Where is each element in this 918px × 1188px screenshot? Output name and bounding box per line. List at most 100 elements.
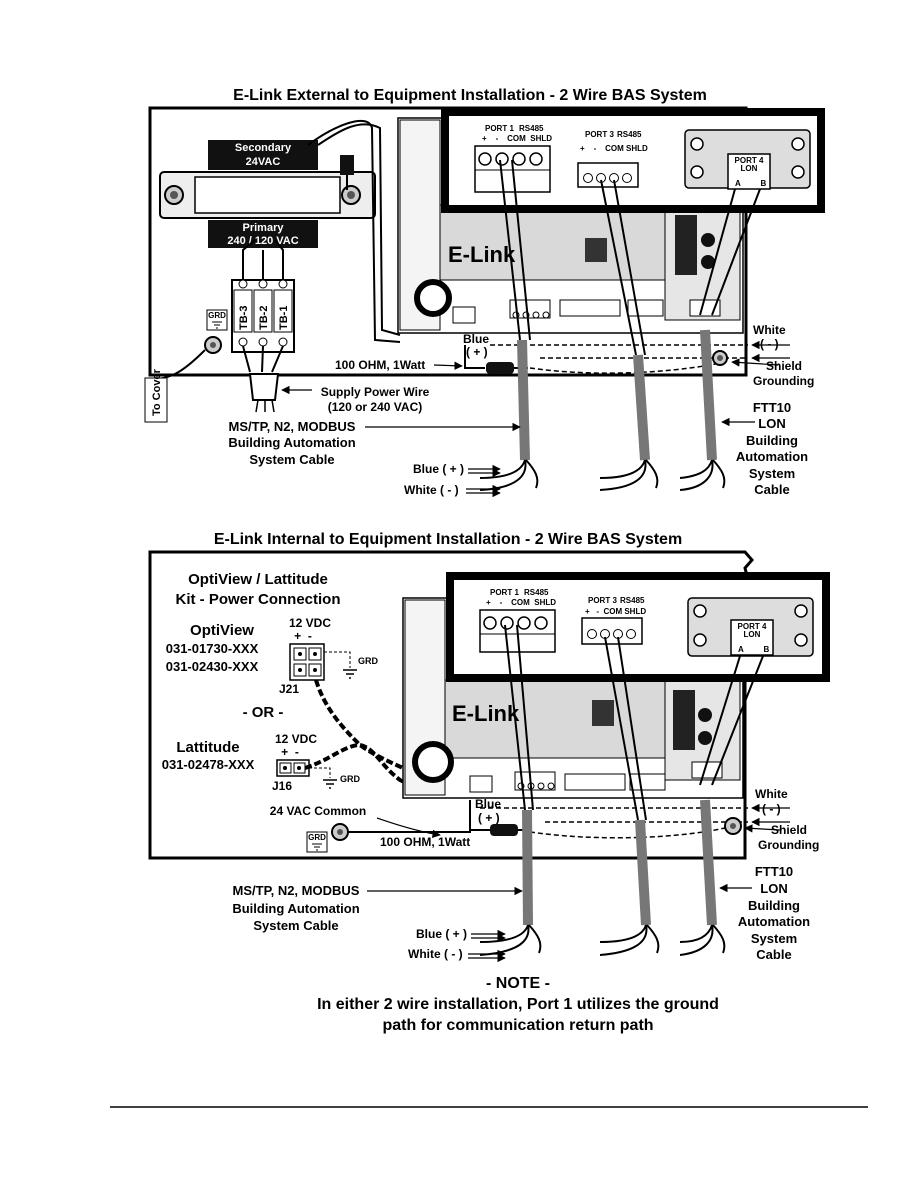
bottom-bas-label-2: Building Automation (232, 901, 359, 916)
top-port4-label: PORT 4 (735, 156, 764, 165)
bas-cable-2 (635, 819, 651, 926)
tb2-label: TB-2 (258, 306, 270, 330)
bottom-lon-label-1: FTT10 (755, 864, 793, 879)
lon-cable (700, 799, 717, 926)
j21-polarity: + - (294, 629, 312, 643)
common-label: 24 VAC Common (270, 804, 366, 818)
kit-label-1: OptiView / Lattitude (188, 571, 328, 588)
bottom-lon-label-5: System (751, 931, 797, 946)
lattitude-pn: 031-02478-XXX (162, 757, 255, 772)
bottom-port4-label: PORT 4 (738, 622, 767, 631)
bottom-white-minus: ( - ) (762, 802, 781, 816)
primary-label: Primary (243, 222, 285, 234)
bottom-elink-label: E-Link (452, 701, 520, 726)
note-heading: - NOTE - (486, 975, 550, 992)
bottom-grd-label: GRD (308, 833, 326, 842)
top-shield-label: Shield (766, 359, 802, 373)
bottom-bas-label-1: MS/TP, N2, MODBUS (233, 883, 360, 898)
note-line-2: path for communication return path (382, 1017, 653, 1034)
optiview-label: OptiView (190, 622, 254, 639)
top-resistor-label: 100 OHM, 1Watt (335, 358, 425, 372)
secondary-voltage: 24VAC (246, 156, 281, 168)
top-grounding-label: Grounding (753, 374, 814, 388)
top-terminal-block: TB-3 TB-2 TB-1 (231, 239, 295, 373)
battery-icon (412, 741, 454, 783)
bottom-port3-pins: + - COM SHLD (585, 607, 646, 616)
top-port1-rs: RS485 (519, 124, 544, 133)
optiview-pn-2: 031-02430-XXX (166, 659, 259, 674)
kit-label-2: Kit - Power Connection (176, 591, 341, 608)
top-port3-pins: + - COM SHLD (580, 144, 648, 153)
top-lon-label-3: Building (746, 433, 798, 448)
top-title: E-Link External to Equipment Installatio… (233, 87, 707, 104)
j16-polarity: + - (281, 745, 299, 759)
note: - NOTE - In either 2 wire installation, … (317, 975, 719, 1034)
top-grd-box (206, 309, 228, 331)
top-port3-label: PORT 3 (585, 130, 614, 139)
top-elink-label: E-Link (448, 242, 516, 267)
j16-grd: GRD (340, 774, 361, 784)
lattitude-label: Lattitude (176, 739, 239, 756)
top-bas-label-3: System Cable (249, 452, 334, 467)
or-label: - OR - (243, 704, 284, 721)
bas-cable (517, 339, 530, 461)
bottom-grounding-label: Grounding (758, 838, 819, 852)
top-blue-plus: ( + ) (466, 345, 488, 359)
bottom-port4-pins: A B (738, 645, 769, 654)
top-lon-label-1: FTT10 (753, 400, 791, 415)
top-grd-label: GRD (208, 311, 226, 320)
bottom-title: E-Link Internal to Equipment Installatio… (214, 531, 682, 548)
top-white-label: White (753, 323, 786, 337)
top-port4-pins: A B (735, 179, 766, 188)
top-transformer: Secondary 24VAC Primary 240 / 120 VAC (159, 140, 376, 248)
j21-label: J21 (279, 682, 299, 696)
j21-vdc-label: 12 VDC (289, 616, 331, 630)
bottom-grd-box (306, 831, 328, 853)
resistor-icon (490, 824, 518, 836)
top-bas-label-2: Building Automation (228, 435, 355, 450)
secondary-label: Secondary (235, 142, 292, 154)
bottom-white-label: White (755, 787, 788, 801)
j16-label: J16 (272, 779, 292, 793)
top-blue-label: Blue (463, 332, 489, 346)
top-blue-plus-full: Blue ( + ) (413, 462, 464, 476)
bottom-resistor-label: 100 OHM, 1Watt (380, 835, 470, 849)
bottom-port1-label: PORT 1 (490, 588, 519, 597)
bottom-port1-rs: RS485 (524, 588, 549, 597)
bottom-port-callout: PORT 1 RS485 + - COM SHLD PORT 3 RS485 +… (446, 572, 830, 682)
battery-icon (414, 279, 452, 317)
bottom-blue-plus-full: Blue ( + ) (416, 927, 467, 941)
bottom-blue-plus: ( + ) (478, 811, 500, 825)
j16-vdc-label: 12 VDC (275, 732, 317, 746)
bottom-lon-label-6: Cable (756, 947, 791, 962)
bottom-bas-label-3: System Cable (253, 918, 338, 933)
tb3-label: TB-3 (238, 306, 250, 330)
primary-voltage: 240 / 120 VAC (227, 235, 298, 247)
top-white-minus: ( - ) (760, 337, 779, 351)
bottom-lon-label-3: Building (748, 898, 800, 913)
bas-cable (522, 809, 533, 926)
top-diagram: E-Link External to Equipment Installatio… (144, 87, 825, 498)
supply-wire-label: Supply Power Wire (321, 385, 430, 399)
top-lon-label-4: Automation (736, 449, 808, 464)
top-port4-lon: LON (741, 164, 758, 173)
bas-cable-2 (633, 354, 650, 461)
bottom-port1-pins: + - COM SHLD (486, 598, 556, 607)
top-lon-label-6: Cable (754, 482, 789, 497)
bottom-port3-rs: RS485 (620, 596, 645, 605)
bottom-blue-label: Blue (475, 797, 501, 811)
bottom-port3-label: PORT 3 (588, 596, 617, 605)
lon-cable (700, 329, 717, 461)
resistor-icon (486, 362, 514, 374)
bottom-diagram: E-Link Internal to Equipment Installatio… (148, 531, 830, 963)
top-port1-pins: + - COM SHLD (482, 134, 552, 143)
j21-grd: GRD (358, 656, 379, 666)
bottom-lon-label-2: LON (760, 881, 787, 896)
note-line-1: In either 2 wire installation, Port 1 ut… (317, 996, 719, 1013)
bottom-white-minus-full: White ( - ) (408, 947, 463, 961)
optiview-pn-1: 031-01730-XXX (166, 641, 259, 656)
top-port-callout: PORT 1 RS485 + - COM SHLD PORT 3 RS485 +… (441, 108, 825, 213)
ground-symbol-icon (343, 669, 357, 679)
top-lon-label-2: LON (758, 416, 785, 431)
